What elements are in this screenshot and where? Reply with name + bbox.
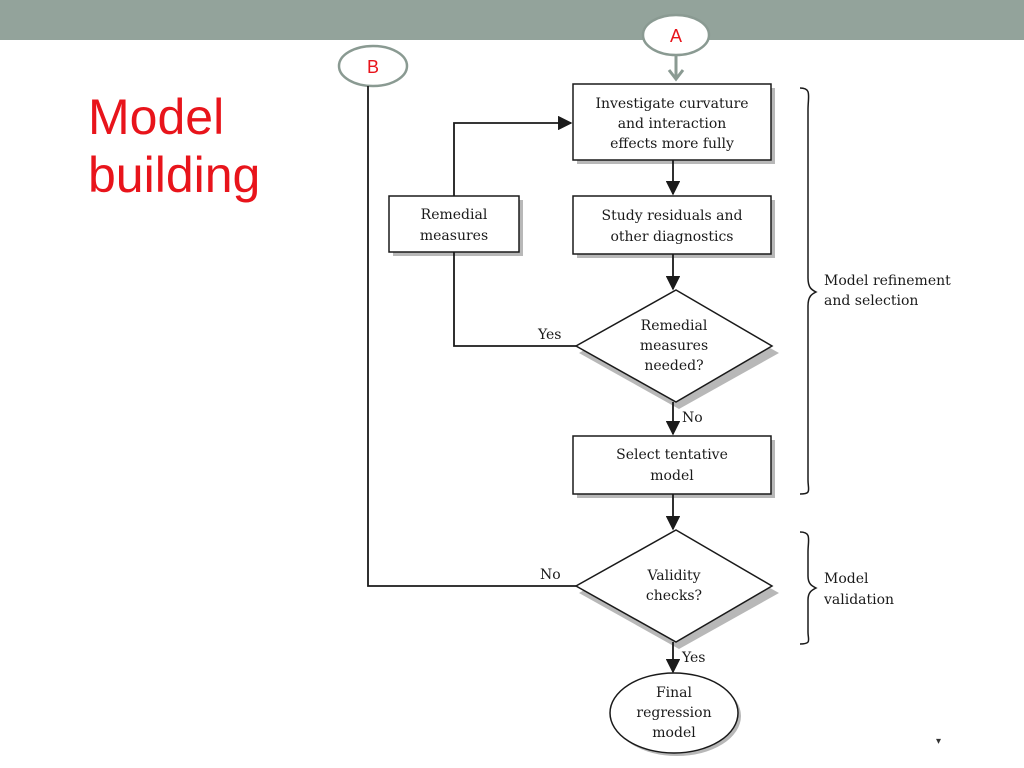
box-investigate-line-2: and interaction [618,116,727,132]
box-select-line-2: model [650,468,694,484]
side-label-validation-line-2: validation [823,592,894,608]
box-investigate: Investigate curvature and interaction ef… [572,83,775,164]
connector-a-arrowhead [667,69,685,82]
box-select-line-1: Select tentative [616,447,728,463]
box-remedial-line-2: measures [420,228,488,244]
terminal-final-model: Final regression model [609,672,741,756]
box-study-line-2: other diagnostics [610,229,733,245]
box-study: Study residuals and other diagnostics [572,195,775,258]
decision-remedial-line-3: needed? [644,358,703,374]
footer-mark: ▾ [936,736,942,747]
decision-validity: Validity checks? [574,529,779,649]
terminal-line-2: regression [636,705,711,721]
side-label-refinement-line-1: Model refinement [824,273,951,289]
decision-remedial-line-1: Remedial [641,318,708,334]
box-remedial: Remedial measures [388,195,523,256]
decision-validity-line-2: checks? [646,588,702,604]
label-yes-validity: Yes [681,650,706,666]
connector-b-label: B [367,57,379,77]
decision-remedial-line-2: measures [640,338,708,354]
decision-validity-line-1: Validity [646,568,700,584]
edge-yes-to-remedial [453,252,576,347]
box-remedial-line-1: Remedial [421,207,488,223]
decision-remedial-needed: Remedial measures needed? [574,289,779,409]
edges [367,86,681,674]
brace-refinement [799,87,818,495]
box-select: Select tentative model [572,435,775,498]
terminal-line-3: model [652,725,696,741]
terminal-line-1: Final [656,685,693,701]
slide-title-line-2: building [88,147,261,203]
brace-validation [799,531,818,645]
box-investigate-line-3: effects more fully [610,136,734,152]
label-yes-remedial: Yes [537,327,562,343]
label-no-remedial: No [682,410,703,426]
edge-remedial-to-investigate [453,115,573,196]
connector-b: B [337,44,409,88]
edge-no-to-connector-b [367,86,576,587]
box-investigate-line-1: Investigate curvature [595,96,748,112]
connector-a: A [641,13,711,82]
slide-title: Model building [88,88,260,204]
label-no-validity: No [540,567,561,583]
side-label-refinement-line-2: and selection [824,293,918,309]
slide-title-line-1: Model [88,89,225,145]
connector-a-label: A [670,26,682,46]
box-study-line-1: Study residuals and [602,208,743,224]
top-bar [0,0,1024,40]
side-label-validation-line-1: Model [824,571,869,587]
